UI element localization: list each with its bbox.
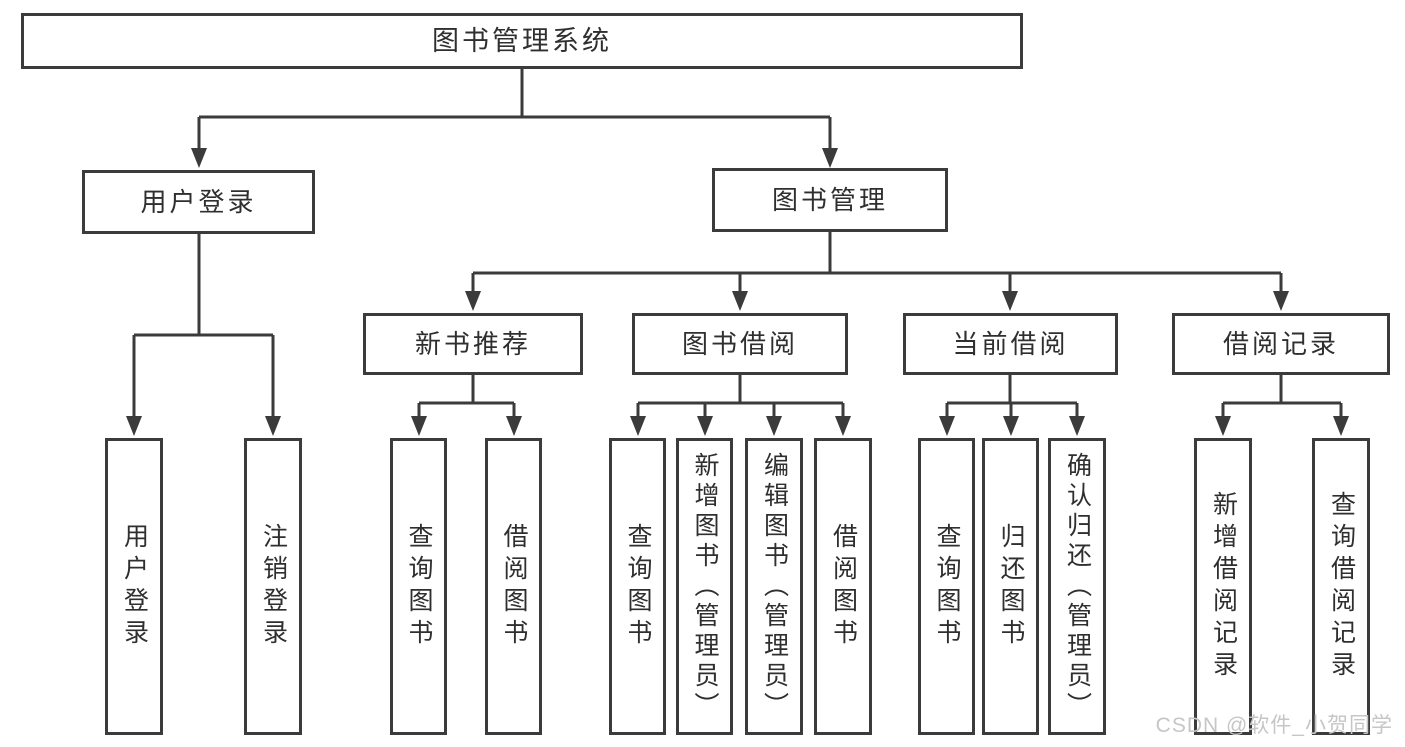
node-leaf-logout: 注销登录 <box>244 438 302 735</box>
node-label: 编辑图书（管理员） <box>760 451 789 722</box>
node-label: 查询图书 <box>933 522 961 651</box>
node-current-borrowing: 当前借阅 <box>903 313 1118 375</box>
node-label: 新书推荐 <box>414 329 531 359</box>
node-label: 新增借阅记录 <box>1209 490 1238 683</box>
node-label: 借阅图书 <box>500 522 528 651</box>
node-label: 查询图书 <box>624 522 652 651</box>
node-label: 当前借阅 <box>952 329 1069 359</box>
node-borrowing-records: 借阅记录 <box>1172 313 1390 375</box>
node-label: 借阅图书 <box>829 522 858 651</box>
csdn-watermark: CSDN @软件_小贺同学 <box>1155 714 1393 737</box>
node-label: 图书管理系统 <box>432 25 612 56</box>
node-label: 归还图书 <box>997 522 1025 651</box>
node-library-management-system: 图书管理系统 <box>21 13 1023 69</box>
node-leaf-query-borrow-record: 查询借阅记录 <box>1312 438 1370 735</box>
node-user-login: 用户登录 <box>82 170 315 234</box>
node-leaf-add-borrow-record: 新增借阅记录 <box>1194 438 1252 735</box>
node-book-management: 图书管理 <box>712 168 948 232</box>
node-leaf-query-books-borrowing: 查询图书 <box>609 438 666 735</box>
node-leaf-edit-books-admin: 编辑图书（管理员） <box>745 438 803 735</box>
node-book-borrowing: 图书借阅 <box>632 313 848 375</box>
node-label: 图书借阅 <box>681 329 798 359</box>
node-leaf-borrow-books: 借阅图书 <box>814 438 872 735</box>
node-label: 借阅记录 <box>1222 329 1339 359</box>
node-label: 新增图书（管理员） <box>691 451 719 722</box>
node-leaf-confirm-return-admin: 确认归还（管理员） <box>1048 438 1106 735</box>
node-leaf-user-login: 用户登录 <box>105 438 163 735</box>
node-leaf-return-books: 归还图书 <box>982 438 1039 735</box>
node-label: 用户登录 <box>140 187 257 217</box>
node-label: 用户登录 <box>120 522 149 651</box>
node-leaf-query-books-recommend: 查询图书 <box>390 438 447 735</box>
node-new-book-recommend: 新书推荐 <box>363 313 583 375</box>
node-label: 查询图书 <box>405 522 433 651</box>
node-label: 查询借阅记录 <box>1327 490 1356 683</box>
node-leaf-add-books-admin: 新增图书（管理员） <box>676 438 733 735</box>
node-label: 注销登录 <box>259 522 288 651</box>
node-leaf-borrow-books-recommend: 借阅图书 <box>485 438 542 735</box>
node-leaf-query-books-current: 查询图书 <box>918 438 975 735</box>
node-label: 图书管理 <box>771 185 888 215</box>
node-label: 确认归还（管理员） <box>1063 451 1092 722</box>
